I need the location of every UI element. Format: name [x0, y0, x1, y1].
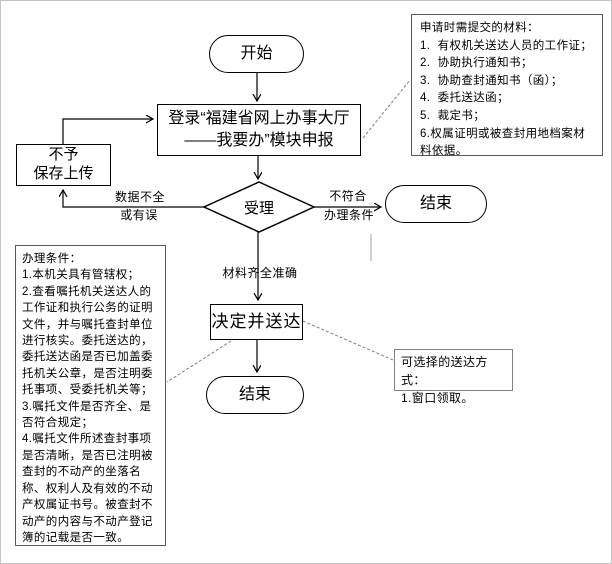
materials-note-title: 申请时需提交的材料：: [420, 22, 539, 34]
end-right-label: 结束: [419, 195, 452, 213]
dashed-connectors: [166, 79, 411, 383]
delivery-note-item: 1.窗口领取。: [401, 391, 474, 405]
flow-arrows: [63, 73, 381, 372]
materials-note-item: 2. 协助执行通知书；: [420, 57, 533, 70]
edge-label-materials-ok: 材料齐全准确: [222, 266, 298, 280]
conditions-note: 办理条件： 1.本机关具有管辖权； 2.查看嘱托机关送达人的工作证和执行公务的证…: [15, 245, 166, 546]
end-bottom-label: 结束: [238, 386, 271, 404]
start-node: 开始: [209, 35, 304, 73]
accept-label: 受理: [243, 199, 274, 217]
dashed-login-to-materials: [362, 79, 411, 139]
edge-label-not-meet-2: 办理条件: [323, 208, 374, 222]
conditions-note-item: 4.嘱托文件所述查封事项是否清晰，是否已注明被查封的不动产的坐落名称、权利人及有…: [22, 433, 153, 544]
dashed-decide-to-delivery: [302, 320, 394, 361]
materials-note-item: 6.权属证明或被查封用地档案材料依据。: [420, 127, 586, 158]
login-label-line2: ——我要办”模块申报: [184, 132, 334, 149]
end-right-node: 结束: [385, 185, 487, 223]
end-bottom-node: 结束: [206, 376, 304, 414]
materials-note-item: 3. 协助查封通知书（函）；: [420, 74, 563, 87]
conditions-note-item: 2.查看嘱托机关送达人的工作证和执行公务的证明文件，并与嘱托查封单位进行核实。委…: [22, 285, 153, 397]
arrow-reject-to-login: [62, 119, 153, 144]
login-label-line1: 登录“福建省网上办事大厅: [168, 110, 350, 128]
decide-label: 决定并送达: [211, 311, 302, 331]
conditions-note-item: 3.嘱托文件是否齐全、是否符合规定；: [22, 400, 152, 430]
conditions-note-item: 1.本机关具有管辖权；: [22, 269, 140, 282]
reject-label-line1: 不予: [48, 146, 79, 164]
materials-note-item: 4. 委托送达函；: [420, 92, 509, 105]
materials-note-item: 1. 有权机关送达人员的工作证；: [420, 39, 593, 52]
start-label: 开始: [240, 45, 273, 63]
reject-label-line2: 保存上传: [33, 165, 94, 182]
materials-note: 申请时需提交的材料： 1. 有权机关送达人员的工作证； 2. 协助执行通知书； …: [411, 14, 603, 157]
edge-label-data-incomplete-2: 或有误: [120, 208, 158, 222]
materials-note-item: 5. 裁定书；: [420, 109, 486, 122]
delivery-note-title: 可选择的送达方式：: [401, 355, 488, 387]
edge-label-data-incomplete-1: 数据不全: [114, 190, 165, 204]
login-node: 登录“福建省网上办事大厅 ——我要办”模块申报: [157, 104, 361, 156]
delivery-note: 可选择的送达方式： 1.窗口领取。: [394, 349, 513, 405]
conditions-note-title: 办理条件：: [22, 253, 82, 265]
reject-node: 不予 保存上传: [16, 144, 111, 186]
accept-diamond: [202, 181, 316, 233]
arrow-accept-to-reject: [63, 190, 204, 208]
decide-node: 决定并送达: [210, 304, 303, 340]
dashed-decide-to-conditions: [166, 340, 232, 383]
accept-node-label: 受理: [204, 182, 314, 232]
edge-label-not-meet-1: 不符合: [329, 189, 367, 203]
